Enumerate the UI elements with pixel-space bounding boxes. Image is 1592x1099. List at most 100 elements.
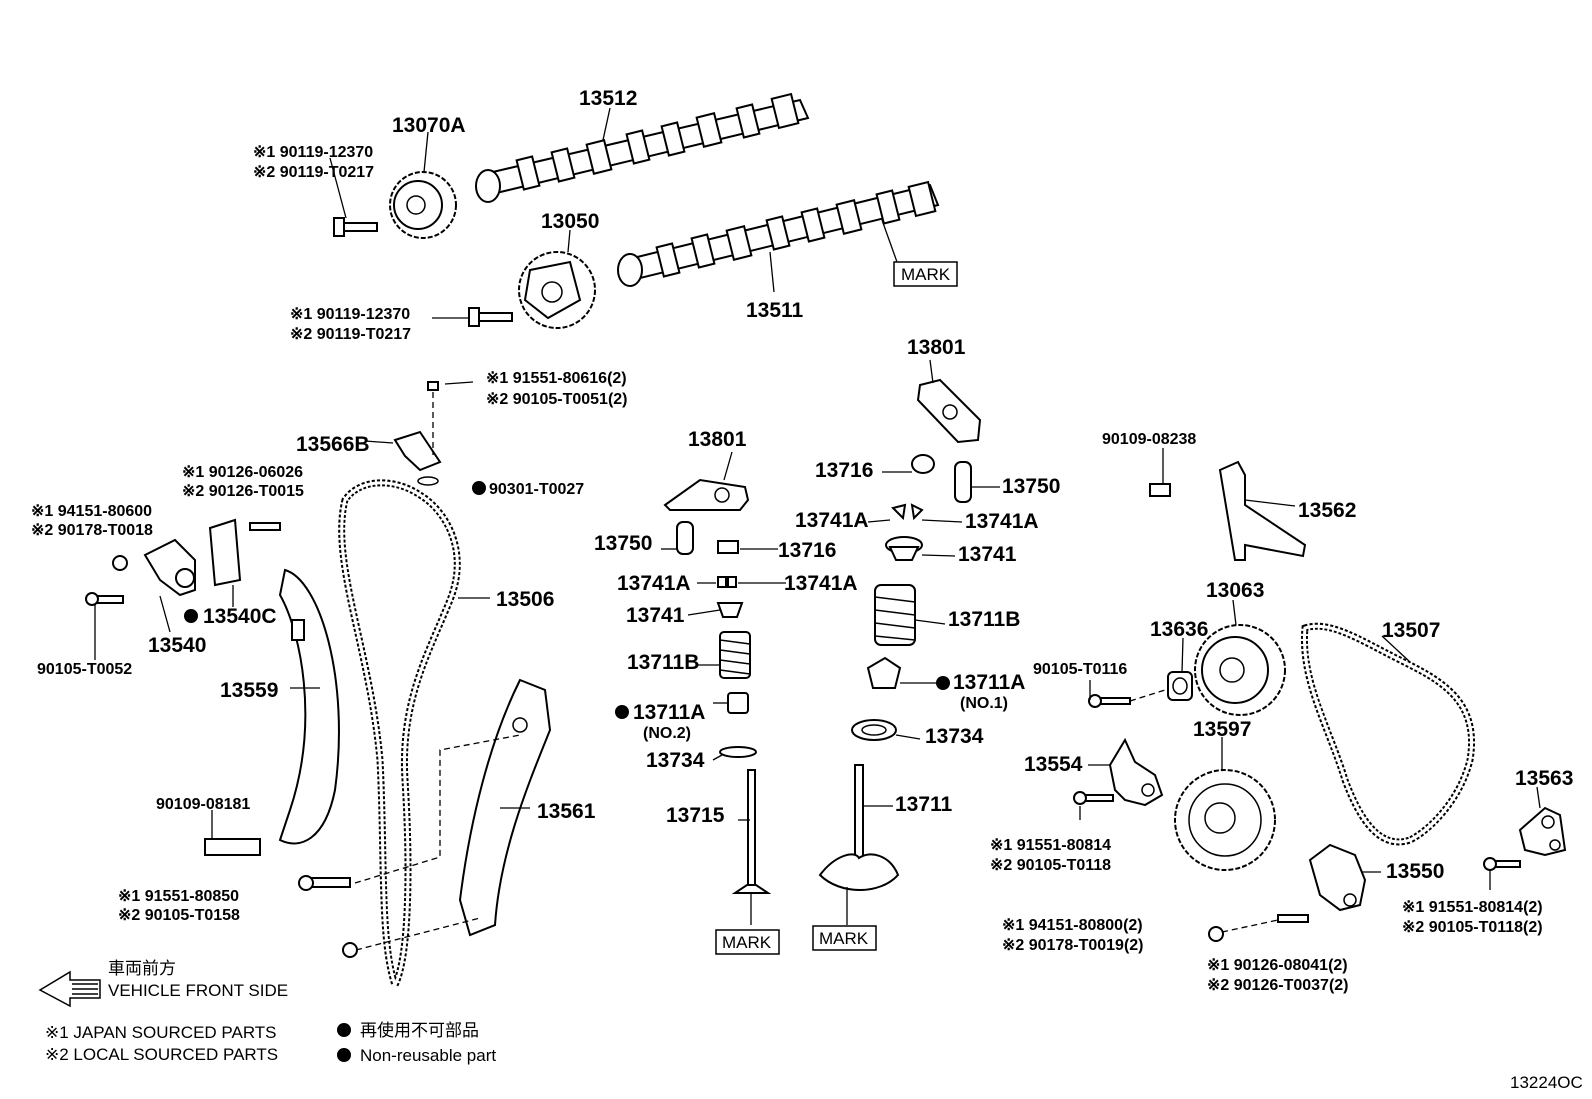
label-13597: 13597 [1193,718,1251,741]
label-bolt-b-2: ※2 90119-T0217 [290,326,411,343]
label-13506: 13506 [496,588,554,611]
mark-box-camshaft [893,261,958,287]
exhaust-valve-13715[interactable] [731,769,772,894]
camshaft-timing-gear-13050[interactable] [518,251,596,329]
chain-guide-13554[interactable] [1108,737,1164,807]
timing-chain-13506[interactable] [338,479,461,995]
bushing-13636[interactable] [1167,671,1193,701]
oil-pump-drive-gear-13063[interactable] [1194,624,1286,716]
vehicle-front-arrow-icon [38,970,101,1008]
label-13636: 13636 [1150,618,1208,641]
fasteners-right [1073,483,1521,942]
spring-seat-13734-left[interactable] [719,746,757,758]
label-13540: 13540 [148,634,206,657]
label-13070A: 13070A [392,114,466,137]
label-nut-1: ※1 94151-80600 [31,503,152,520]
label-bolt-a-2: ※2 90119-T0217 [253,164,374,181]
lash-adjuster-13750-right[interactable] [954,461,972,503]
chain-guide-13562[interactable] [1218,460,1307,561]
label-no1: (NO.1) [960,695,1008,712]
spring-retainer-13741-right[interactable] [885,536,923,561]
valve-spring-13711B-right[interactable] [874,584,916,646]
label-13741A-r1: 13741A [795,509,869,532]
label-nut-2: ※2 90178-T0018 [31,522,153,539]
label-13063: 13063 [1206,579,1264,602]
timing-chain-13507[interactable] [1300,622,1475,846]
label-13716-left: 13716 [778,539,836,562]
figure-id: 13224OC [1510,1073,1583,1092]
label-13741-right: 13741 [958,543,1017,566]
label-13750-right: 13750 [1002,475,1060,498]
label-bolt-d-1: ※1 91551-80850 [118,888,239,905]
camshaft-13512[interactable] [475,92,810,203]
valve-keeper-13741A-left[interactable] [717,576,737,588]
bolt-icon [333,217,513,327]
valve-stem-seal-13711A-right[interactable] [866,656,902,689]
label-13715: 13715 [666,804,725,827]
label-bolt-a-1: ※1 90119-12370 [253,144,373,161]
label-13562: 13562 [1298,499,1356,522]
rocker-arm-13801-right[interactable] [916,378,982,444]
label-13711A-left: 13711A [633,701,705,724]
label-13507: 13507 [1382,619,1440,642]
chain-tensioner-slipper-13559[interactable] [278,568,340,845]
legend-nonreuse-jp: 再使用不可部品 [360,1020,479,1040]
label-nut-g-2: ※2 90178-T0019(2) [1002,937,1144,954]
label-13711B-right: 13711B [948,608,1020,631]
label-13711B-left: 13711B [627,651,699,674]
label-bolt-f-2: ※2 90105-T0118(2) [1402,919,1543,936]
legend-nonreuse-en: Non-reusable part [360,1046,496,1065]
label-bolt-d-2: ※2 90105-T0158 [118,907,240,924]
legend-front-jp: 車両前方 [108,959,176,978]
valve-stem-cap-13716-left[interactable] [717,540,739,554]
label-13716-right: 13716 [815,459,873,482]
label-13711A-right: 13711A [953,671,1025,694]
valve-stem-seal-13711A-left[interactable] [727,692,749,714]
label-90109-08238: 90109-08238 [1102,431,1196,448]
chain-tensioner-13550[interactable] [1308,843,1367,912]
valve-spring-13711B-left[interactable] [719,631,751,679]
label-13550: 13550 [1386,860,1444,883]
spring-retainer-13741-left[interactable] [716,602,744,618]
label-90301: 90301-T0027 [489,481,584,498]
label-13554: 13554 [1024,753,1083,776]
mark-box-intake-valve [812,925,877,951]
label-bolt-f-1: ※1 91551-80814(2) [1402,899,1543,916]
tensioner-plate-13563[interactable] [1518,806,1567,857]
valve-stem-cap-13716-right[interactable] [911,454,935,474]
label-mark-camshaft: MARK [901,265,951,284]
label-90105-T0052: 90105-T0052 [37,661,132,678]
label-bolt-c-2: ※2 90105-T0051(2) [486,391,628,408]
label-13801-right: 13801 [907,336,966,359]
label-stud-1: ※1 90126-06026 [182,464,303,481]
crankshaft-gear-13597[interactable] [1174,769,1276,871]
chain-guide-13566B[interactable] [393,430,442,472]
label-13512: 13512 [579,87,637,110]
legend-source-2: ※2 LOCAL SOURCED PARTS [45,1045,278,1064]
chain-tensioner-13540[interactable] [112,538,196,597]
camshaft-13511[interactable] [617,180,940,287]
intake-valve-13711[interactable] [818,764,900,891]
mark-box-exhaust-valve [715,929,780,955]
label-no2: (NO.2) [643,725,691,742]
rocker-arm-13801-left[interactable] [663,478,750,511]
label-13563: 13563 [1515,767,1573,790]
legend-front-en: VEHICLE FRONT SIDE [108,981,288,1000]
label-13050: 13050 [541,210,599,233]
label-mark-intake: MARK [819,929,869,948]
callout-labels: 13512 13070A ※1 90119-12370 ※2 90119-T02… [31,87,1573,994]
camshaft-timing-gear-13070A[interactable] [389,171,457,239]
legend: 車両前方 VEHICLE FRONT SIDE ※1 JAPAN SOURCED… [45,959,1583,1092]
label-mark-exhaust: MARK [722,933,772,952]
fasteners-left [85,381,521,958]
spring-seat-13734-right[interactable] [851,719,897,741]
lash-adjuster-13750-left[interactable] [676,521,694,555]
valve-keeper-13741A-right[interactable] [891,503,924,521]
gasket-13540C[interactable] [208,518,242,587]
label-13741A-l2: 13741A [784,572,858,595]
label-stud-h-2: ※2 90126-T0037(2) [1207,977,1349,994]
label-bolt-b-1: ※1 90119-12370 [290,306,410,323]
label-13734-right: 13734 [925,725,984,748]
label-13561: 13561 [537,800,596,823]
